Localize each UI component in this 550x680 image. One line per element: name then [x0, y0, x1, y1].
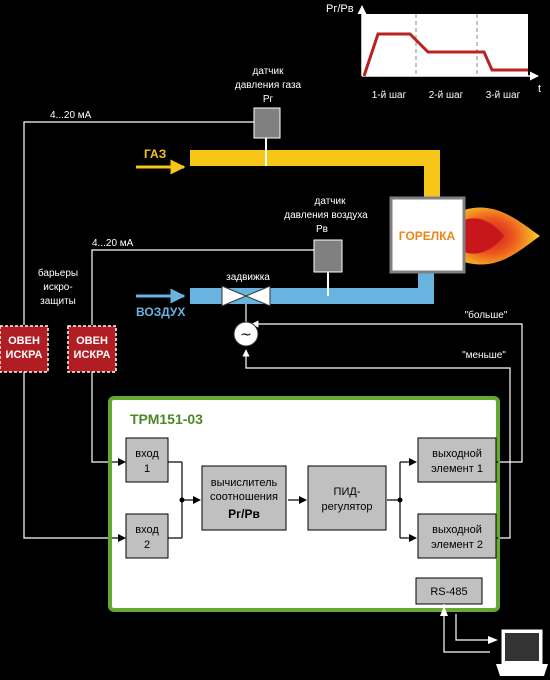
barrier-2-line-1: ОВЕН	[76, 335, 108, 347]
output-1-label-1: выходной	[432, 448, 482, 460]
calculator-label-2: соотношения	[210, 491, 278, 503]
barriers-label-3: защиты	[40, 296, 76, 307]
flame-core	[464, 218, 504, 254]
gas-sensor-label-1: датчик	[253, 66, 285, 77]
pid-controller-block: ПИД- регулятор	[307, 465, 387, 531]
rs485-label: RS-485	[430, 586, 467, 598]
gas-pipe	[136, 150, 440, 198]
chart-y-label: Pг/Pв	[326, 3, 354, 15]
step-chart-area	[362, 14, 528, 76]
gas-sensor-wire	[23, 121, 266, 325]
gas-sensor-label-3: Pг	[263, 94, 274, 105]
gas-sensor: датчик давления газа Pг	[235, 66, 302, 166]
calculator-label-1: вычислитель	[211, 477, 278, 489]
barriers-label-2: искро-	[43, 282, 72, 293]
less-command-label: "меньше"	[462, 350, 506, 361]
input2-wire	[23, 372, 125, 542]
pid-label-1: ПИД-	[334, 486, 361, 498]
input-1-label-1: вход	[135, 448, 159, 460]
air-sensor-label-3: Pв	[316, 224, 328, 235]
air-sensor-wire	[91, 249, 322, 325]
air-pipe	[136, 272, 434, 304]
barriers-label-1: барьеры	[38, 267, 78, 279]
pid-label-2: регулятор	[321, 501, 372, 513]
input-2-block: вход 2	[125, 513, 169, 559]
gate-valve: задвижка	[221, 272, 271, 307]
more-command-wire	[251, 320, 523, 463]
barrier-box-1: ОВЕН ИСКРА	[0, 325, 49, 373]
controller-title: ТРМ151-03	[130, 411, 203, 427]
air-sensor-label-2: давления воздуха	[284, 210, 368, 221]
air-label: ВОЗДУХ	[136, 305, 185, 319]
more-command-label: "больше"	[465, 309, 508, 321]
air-signal-label: 4...20 мА	[92, 238, 134, 249]
step-label-2: 2-й шаг	[429, 90, 464, 101]
output-1-block: выходной элемент 1	[417, 437, 497, 483]
burner-box	[389, 196, 466, 274]
input-2-label-2: 2	[144, 539, 150, 551]
output-2-block: выходной элемент 2	[417, 513, 497, 559]
input-1-block: вход 1	[125, 437, 169, 483]
valve-label: задвижка	[226, 272, 270, 283]
gas-sensor-label-2: давления газа	[235, 80, 302, 91]
step-chart: Pг/Pв t 1-й шаг 2-й шаг 3-й шаг	[326, 3, 541, 101]
input-1-label-2: 1	[144, 463, 150, 475]
ratio-profile-line	[362, 32, 528, 77]
calculator-label-3: Pг/Pв	[228, 507, 260, 521]
step-label-1: 1-й шаг	[372, 90, 407, 101]
air-sensor-label-1: датчик	[315, 196, 347, 207]
output-2-label-1: выходной	[432, 524, 482, 536]
air-sensor: датчик давления воздуха Pв	[284, 196, 368, 296]
burner-label: ГОРЕЛКА	[399, 229, 456, 243]
input-2-label-1: вход	[135, 524, 159, 536]
valve-actuator: ~	[233, 321, 259, 347]
gas-label: ГАЗ	[144, 147, 166, 161]
step-label-3: 3-й шаг	[486, 90, 521, 101]
rs485-block: RS-485	[415, 577, 483, 605]
gas-signal-label: 4...20 мА	[50, 110, 92, 121]
barrier-box-2: ОВЕН ИСКРА	[67, 325, 117, 373]
output-2-label-2: элемент 2	[431, 539, 483, 551]
laptop-icon	[496, 629, 548, 676]
burner: ГОРЕЛКА	[389, 196, 540, 274]
ac-motor-icon: ~	[240, 327, 252, 343]
barrier-2-line-2: ИСКРА	[74, 349, 111, 361]
barrier-1-line-2: ИСКРА	[6, 349, 43, 361]
output-1-label-2: элемент 1	[431, 463, 483, 475]
controller-device: ТРМ151-03	[108, 396, 500, 612]
less-command-wire	[242, 349, 511, 539]
chart-x-label: t	[538, 83, 541, 95]
barrier-1-line-1: ОВЕН	[8, 335, 40, 347]
ratio-calculator-block: вычислитель соотношения Pг/Pв	[201, 465, 287, 531]
controller-frame	[108, 396, 500, 612]
rs485-link	[443, 604, 496, 653]
